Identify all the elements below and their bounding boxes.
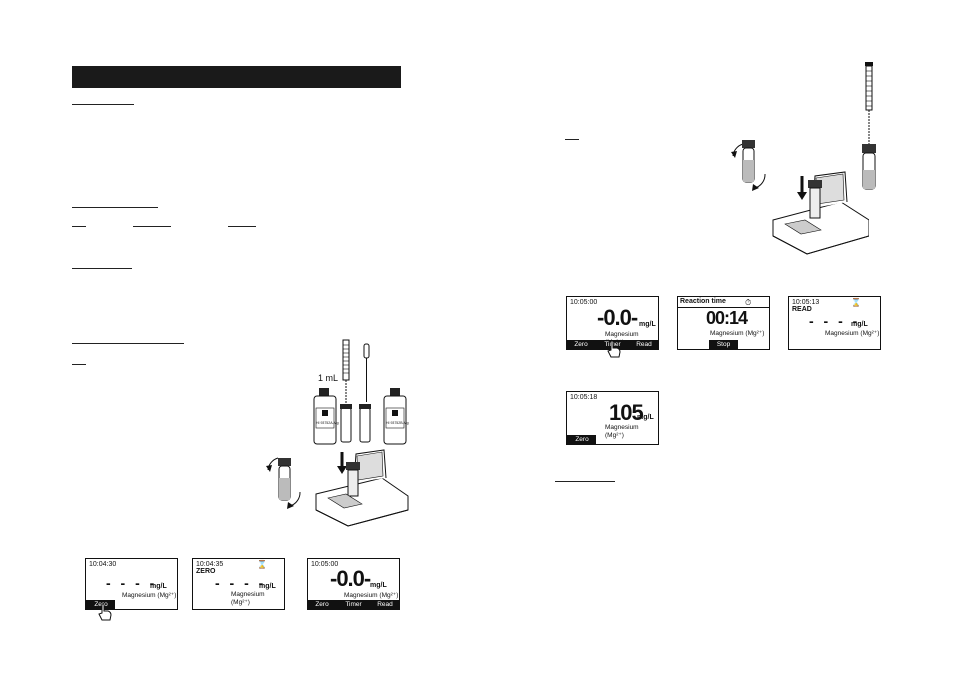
screen-reading: -0.0- (597, 305, 638, 330)
result-value: 105 (609, 400, 644, 425)
heading-rule-3c (228, 226, 256, 227)
screen-time: 10:05:00 (311, 561, 339, 568)
reagent-bottle-b-label: HI 93752B-Mg (386, 421, 409, 425)
screen-time: 10:04:30 (89, 561, 117, 568)
meter-insert-drawing (731, 140, 870, 255)
screen-unit: mg/L (851, 321, 868, 328)
heading-rule-1 (72, 104, 134, 105)
zero-softkey[interactable]: Zero (94, 601, 108, 608)
heading-rule-6 (72, 364, 86, 365)
right-pipette-illustration (855, 62, 885, 192)
heading-rule-3a (72, 226, 86, 227)
heading-rule-5 (72, 343, 184, 344)
screen-unit: mg/L (259, 583, 276, 590)
heading-rule-8 (555, 481, 615, 482)
screen-unit: mg/L (639, 321, 656, 328)
title-divider (678, 307, 769, 308)
screen-time: 10:05:00 (570, 299, 598, 306)
heading-rule-4 (72, 268, 132, 269)
screen-status: READ (792, 306, 812, 313)
softkey-bar (709, 340, 738, 349)
read-softkey[interactable]: Read (377, 601, 393, 608)
pointer-hand-icon (98, 603, 112, 621)
screen-unit: mg/L (370, 582, 387, 589)
reagent-illustration (310, 336, 420, 448)
screen-reading: - - - - (106, 575, 158, 591)
countdown-display: 00:14 (706, 308, 748, 328)
screen-parameter: Magnesium (Mg²⁺) (825, 330, 880, 337)
screen-time: 10:05:13 (792, 299, 820, 306)
screen-parameter: Magnesium (Mg²⁺) (710, 330, 765, 337)
meter-screen-zeroing: 10:04:35 ⌛ ZERO - - - - mg/L Magnesium (… (192, 558, 285, 610)
softkey-bar (86, 600, 115, 609)
hourglass-icon: ⌛ (851, 298, 861, 307)
softkey-bar (567, 435, 596, 444)
meter-screen-reaction-time: Reaction time ⏱ 00:14 Magnesium (Mg²⁺) S… (677, 296, 770, 350)
zero-softkey[interactable]: Zero (574, 341, 588, 348)
read-softkey[interactable]: Read (636, 341, 652, 348)
heading-rule-2 (72, 207, 158, 208)
meter-insert-drawing (266, 449, 409, 527)
reagent-bottle-a-label: HI 93752A-Mg (316, 421, 339, 425)
heading-rule-7 (565, 139, 579, 140)
screen-time: 10:04:35 (196, 561, 224, 568)
screen-parameter: Magnesium (Mg²⁺) (122, 592, 177, 599)
hourglass-icon: ⌛ (257, 560, 267, 569)
pipette-vial-drawing (862, 62, 876, 190)
screen-time: 10:05:18 (570, 394, 598, 401)
meter-screen-reading: 10:05:13 ⌛ READ - - - - mg/L Magnesium (… (788, 296, 881, 350)
section-header-bar (72, 66, 401, 88)
screen-title: Reaction time (680, 298, 726, 305)
screen-parameter: Magnesium (Mg²⁺) (605, 424, 639, 439)
pointer-hand-icon (607, 340, 621, 358)
right-meter-illustration (723, 136, 870, 258)
screen-reading: - - - - (215, 575, 267, 591)
stop-softkey[interactable]: Stop (716, 341, 731, 348)
screen-status: ZERO (196, 568, 216, 575)
softkey-bar (308, 600, 399, 609)
screen-parameter: Magnesium (Mg²⁺) (231, 591, 265, 606)
meter-screen-zero-prompt: 10:04:30 - - - - mg/L Magnesium (Mg²⁺) Z… (85, 558, 178, 610)
meter-screen-result: 10:05:18 105 mg/L Magnesium (Mg²⁺) Zero (566, 391, 659, 445)
pipette-bottles-drawing (313, 339, 407, 445)
meter-screen-zeroed: 10:05:00 -0.0- mg/L Magnesium (Mg²⁺) Zer… (307, 558, 400, 610)
cuvette-meter-illustration (262, 448, 412, 530)
screen-unit: mg/L (637, 414, 654, 421)
heading-rule-3b (133, 226, 171, 227)
screen-reading: -0.0- (330, 566, 371, 591)
timer-icon: ⏱ (745, 298, 752, 307)
zero-softkey[interactable]: Zero (315, 601, 329, 608)
zero-softkey[interactable]: Zero (575, 436, 589, 443)
screen-unit: mg/L (150, 583, 167, 590)
timer-softkey[interactable]: Timer (345, 601, 362, 608)
screen-parameter: Magnesium (Mg²⁺) (344, 592, 399, 599)
screen-reading: - - - - (809, 313, 861, 329)
volume-label: 1 mL (318, 373, 339, 383)
